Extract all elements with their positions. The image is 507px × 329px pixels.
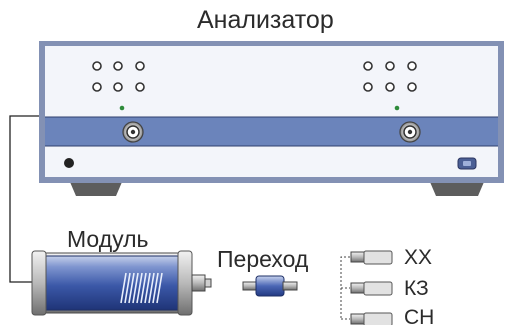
analyzer-title: Анализатор xyxy=(197,6,334,34)
module-label: Модуль xyxy=(67,226,149,252)
module-port-connector xyxy=(191,274,212,292)
analyzer-feet xyxy=(70,182,484,196)
calibration-module xyxy=(31,250,193,316)
power-button xyxy=(64,158,74,168)
adapter-label: Переход xyxy=(217,246,309,272)
left-status-led xyxy=(119,105,125,111)
port-2-connector xyxy=(399,121,421,143)
standard-short-label: КЗ xyxy=(404,277,429,300)
standard-load-label: СН xyxy=(404,306,435,329)
port-band xyxy=(45,117,498,146)
left-knob-cluster xyxy=(92,61,145,92)
analyzer xyxy=(39,41,504,183)
standard-load xyxy=(350,312,393,325)
module-vent xyxy=(120,272,163,304)
usb-port xyxy=(457,157,477,170)
standard-open-label: ХХ xyxy=(404,246,433,269)
port-1-connector xyxy=(122,121,144,143)
standard-short xyxy=(350,281,393,296)
right-status-led xyxy=(394,105,400,111)
right-knob-cluster xyxy=(363,61,417,92)
standard-open xyxy=(350,250,393,265)
adapter xyxy=(242,275,298,297)
standards-bracket xyxy=(340,256,350,320)
test-cable xyxy=(9,115,40,283)
